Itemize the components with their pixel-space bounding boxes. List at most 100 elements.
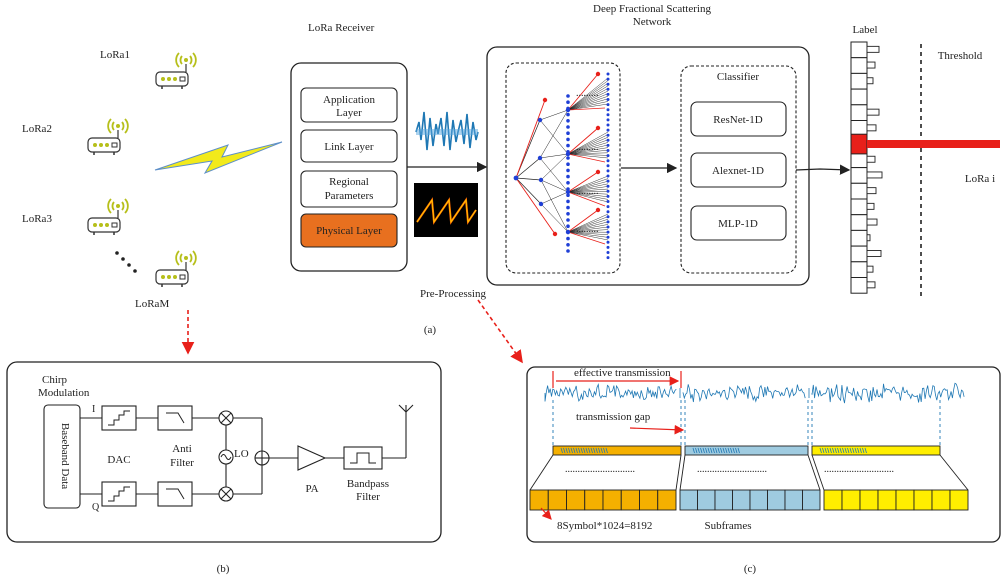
mixer-q-icon bbox=[219, 487, 233, 501]
tree-node bbox=[566, 181, 570, 185]
anti-line2: Filter bbox=[170, 457, 194, 469]
tree-ellipsis: ......... bbox=[576, 88, 599, 99]
tree-node bbox=[607, 231, 610, 234]
subframe-cell bbox=[785, 490, 803, 510]
tree-node bbox=[607, 103, 610, 106]
tree-node bbox=[607, 200, 610, 203]
tree-node bbox=[607, 159, 610, 162]
frame-bar bbox=[553, 446, 681, 455]
label-cell-selected bbox=[851, 134, 867, 154]
frame-ellipsis: ............................ bbox=[565, 464, 635, 475]
tree-ellipsis: ......... bbox=[576, 142, 599, 153]
output-bar bbox=[867, 140, 1000, 148]
layer-regional-line1: Regional bbox=[329, 176, 369, 188]
frame-ellipsis: ............................ bbox=[697, 464, 767, 475]
label-cell bbox=[851, 168, 867, 184]
label-cell bbox=[851, 230, 867, 246]
spectrogram-icon bbox=[414, 183, 478, 237]
tree-node bbox=[566, 231, 570, 235]
tree-node bbox=[607, 154, 610, 157]
router-icon-lora1 bbox=[156, 53, 196, 89]
subframe-cell bbox=[824, 490, 842, 510]
tree-node bbox=[607, 210, 610, 213]
tree-node bbox=[514, 176, 519, 181]
layer-regional-line2: Parameters bbox=[325, 190, 374, 202]
label-score-bar bbox=[867, 235, 870, 241]
tree-node bbox=[607, 149, 610, 152]
subframe-cell bbox=[715, 490, 733, 510]
subframe-cell bbox=[750, 490, 768, 510]
chirp-line2: Modulation bbox=[38, 387, 90, 399]
bandpass-line2: Filter bbox=[356, 491, 380, 503]
layer-application-line1: Application bbox=[323, 94, 375, 106]
label-cell bbox=[851, 278, 867, 294]
filter-q-box bbox=[158, 482, 192, 506]
filter-i-box bbox=[158, 406, 192, 430]
tree-node bbox=[538, 118, 542, 122]
label-cell bbox=[851, 105, 867, 121]
label-score-bar bbox=[867, 78, 873, 84]
receiver-title: LoRa Receiver bbox=[308, 22, 375, 34]
tree-node bbox=[607, 246, 610, 249]
layer-link-label: Link Layer bbox=[324, 141, 374, 153]
subframe-cell bbox=[733, 490, 751, 510]
tree-node bbox=[607, 169, 610, 172]
label-score-bar bbox=[867, 203, 874, 209]
tree-node bbox=[566, 94, 570, 98]
q-label: Q bbox=[92, 502, 100, 513]
tree-node bbox=[607, 251, 610, 254]
subframe-cell bbox=[950, 490, 968, 510]
tree-node bbox=[596, 126, 600, 130]
label-score-bar bbox=[867, 172, 882, 178]
tree-node bbox=[566, 119, 570, 123]
tree-node bbox=[607, 195, 610, 198]
panel-b-caption: (b) bbox=[217, 563, 230, 575]
tree-node bbox=[566, 237, 570, 241]
frame-ellipsis: ............................ bbox=[824, 464, 894, 475]
label-cell bbox=[851, 73, 867, 89]
tree-node bbox=[566, 243, 570, 247]
label-score-bar bbox=[867, 156, 875, 162]
tree-node bbox=[566, 169, 570, 173]
label-score-bar bbox=[867, 188, 876, 194]
tree-node bbox=[607, 78, 610, 81]
tree-node bbox=[566, 113, 570, 117]
subframe-cell bbox=[768, 490, 786, 510]
tree-node bbox=[607, 124, 610, 127]
label-cell bbox=[851, 246, 867, 262]
tree-node bbox=[607, 144, 610, 147]
device-label-lora1: LoRa1 bbox=[100, 49, 130, 61]
label-score-bar bbox=[867, 62, 875, 68]
panel-a-caption: (a) bbox=[424, 324, 437, 336]
tree-node bbox=[607, 185, 610, 188]
subframe-cell bbox=[698, 490, 716, 510]
label-score-bar bbox=[867, 46, 879, 52]
tree-node bbox=[607, 88, 610, 91]
panel-c-caption: (c) bbox=[744, 563, 757, 575]
model-alexnet-label: Alexnet-1D bbox=[712, 165, 764, 177]
mixer-i-icon bbox=[219, 411, 233, 425]
frame-bar bbox=[812, 446, 940, 455]
tree-node bbox=[607, 129, 610, 132]
tree-node bbox=[607, 175, 610, 178]
i-label: I bbox=[92, 404, 95, 415]
tree-node bbox=[607, 113, 610, 116]
tree-node bbox=[566, 156, 570, 160]
tree-node bbox=[607, 190, 610, 193]
label-cell bbox=[851, 183, 867, 199]
dac-label: DAC bbox=[107, 454, 130, 466]
tree-node bbox=[566, 175, 570, 179]
label-score-bar bbox=[867, 250, 881, 256]
device-label-lora3: LoRa3 bbox=[22, 213, 52, 225]
tree-node bbox=[596, 208, 600, 212]
subframe-cell bbox=[585, 490, 603, 510]
subframe-cell bbox=[932, 490, 950, 510]
label-column bbox=[851, 42, 882, 293]
transmission-gap-label: transmission gap bbox=[576, 411, 651, 423]
subframe-cell bbox=[914, 490, 932, 510]
label-score-bar bbox=[867, 219, 877, 225]
subframe-cell bbox=[567, 490, 585, 510]
tree-node bbox=[566, 125, 570, 129]
tree-node bbox=[539, 202, 543, 206]
